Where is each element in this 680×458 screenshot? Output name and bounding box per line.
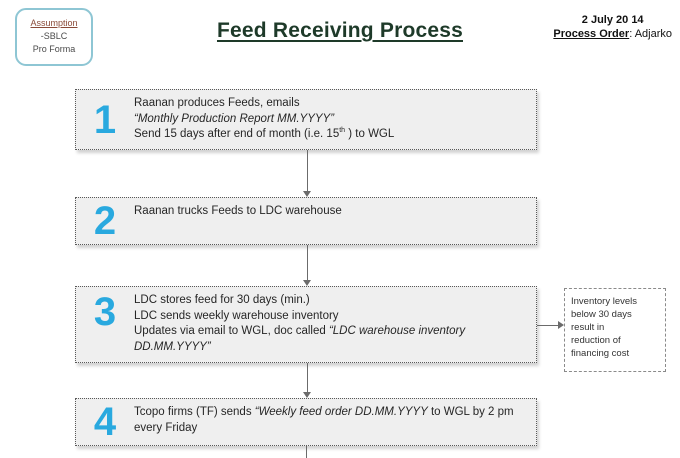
side-note-box: Inventory levels below 30 days result in… <box>564 288 666 372</box>
side-note-line-4: reduction of <box>571 335 621 346</box>
side-note-line-2: below 30 days <box>571 309 632 320</box>
process-order: Process Order: Adjarko <box>553 27 672 41</box>
side-arrow <box>537 321 564 330</box>
step-2-line-1: Raanan trucks Feeds to LDC warehouse <box>134 205 342 217</box>
process-order-label: Process Order <box>553 28 630 40</box>
side-note-line-1: Inventory levels <box>571 296 638 307</box>
arrow-shaft <box>307 245 308 280</box>
assumption-note: Assumption -SBLC Pro Forma <box>15 8 93 66</box>
date-block: 2 July 20 14 Process Order: Adjarko <box>553 13 672 41</box>
step-1-text: Raanan produces Feeds, emails “Monthly P… <box>134 90 402 149</box>
step-3-box: 3 LDC stores feed for 30 days (min.) LDC… <box>75 286 537 363</box>
step-4-line-2: every Friday <box>134 421 198 434</box>
arrow-shaft <box>307 150 308 191</box>
flow-arrow-1 <box>303 150 312 197</box>
side-note-line-5: financing cost <box>571 348 630 359</box>
step-1-line-2: “Monthly Production Report MM.YYYY” <box>134 112 335 125</box>
side-note-line-3: result in <box>571 322 605 333</box>
step-4-box: 4 Tcopo firms (TF) sends “Weekly feed or… <box>75 398 537 446</box>
assumption-line-sblc: -SBLC <box>40 31 68 41</box>
step-3-text: LDC stores feed for 30 days (min.) LDC s… <box>134 287 473 362</box>
step-2-number: 2 <box>93 199 117 243</box>
step-4-line-1: Tcopo firms (TF) sends “Weekly feed orde… <box>134 406 514 418</box>
step-2-text: Raanan trucks Feeds to LDC warehouse <box>134 198 350 244</box>
page-title: Feed Receiving Process <box>216 19 463 42</box>
arrow-shaft <box>307 363 308 392</box>
arrow-head-down-icon <box>303 392 311 398</box>
process-order-value: : Adjarko <box>629 28 672 40</box>
step-4-number: 4 <box>93 400 117 444</box>
flow-arrow-2 <box>303 245 312 286</box>
step-1-line-1: Raanan produces Feeds, emails <box>134 97 300 109</box>
arrow-head-right-icon <box>558 321 564 329</box>
step-1-box: 1 Raanan produces Feeds, emails “Monthly… <box>75 89 537 150</box>
step-1-line-3: Send 15 days after end of month (i.e. 15… <box>134 127 395 140</box>
arrow-shaft <box>537 325 558 326</box>
step-1-number: 1 <box>93 97 117 142</box>
step-3-number: 3 <box>93 290 117 334</box>
step-3-line-1: LDC stores feed for 30 days (min.) <box>134 294 310 306</box>
date: 2 July 20 14 <box>581 14 644 26</box>
step-4-text: Tcopo firms (TF) sends “Weekly feed orde… <box>134 399 522 445</box>
arrow-head-down-icon <box>303 191 311 197</box>
flow-line-tail <box>306 446 307 458</box>
assumption-title: Assumption <box>30 18 78 28</box>
flow-arrow-3 <box>303 363 312 398</box>
step-2-box: 2 Raanan trucks Feeds to LDC warehouse <box>75 197 537 245</box>
step-3-line-2: LDC sends weekly warehouse inventory <box>134 309 339 322</box>
assumption-line-proforma: Pro Forma <box>32 44 76 54</box>
step-3-line-4: DD.MM.YYYY” <box>134 340 211 353</box>
step-3-line-3: Updates via email to WGL, doc called “LD… <box>134 325 466 337</box>
arrow-head-down-icon <box>303 280 311 286</box>
